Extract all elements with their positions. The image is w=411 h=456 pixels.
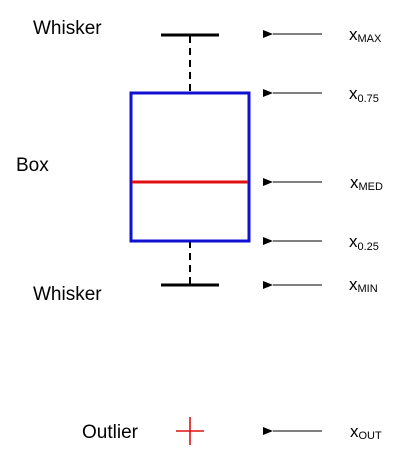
- outlier-marker: [176, 417, 204, 445]
- x-q75-label: x0.75: [349, 84, 379, 105]
- iqr-box: [129, 91, 251, 243]
- whisker-top-label: Whisker: [33, 18, 102, 39]
- outlier-label: Outlier: [82, 422, 139, 443]
- x-median-label: xMED: [350, 173, 383, 193]
- x-min-label: xMIN: [349, 275, 378, 295]
- x-max-label: xMAX: [349, 25, 382, 45]
- box-label: Box: [16, 155, 49, 176]
- whisker-bottom-label: Whisker: [33, 284, 102, 305]
- x-out-label: xOUT: [350, 422, 382, 442]
- x-q25-label: x0.25: [349, 232, 379, 253]
